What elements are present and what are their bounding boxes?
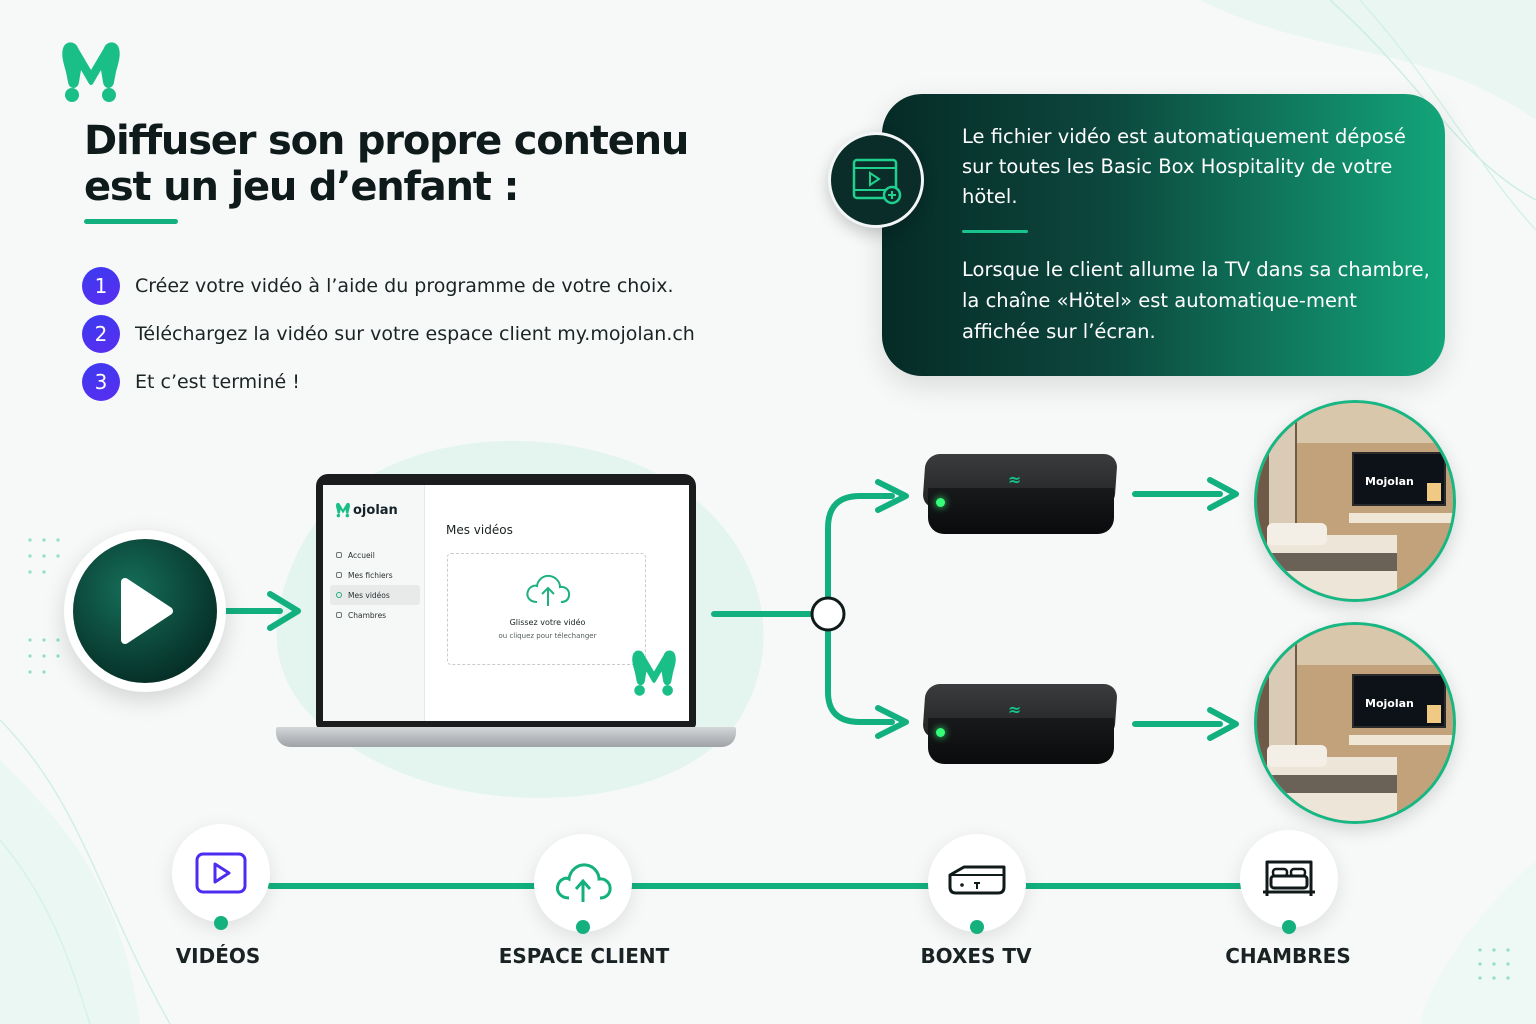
room-icon — [336, 612, 342, 618]
nav-item-mes-fichiers[interactable]: Mes fichiers — [330, 565, 420, 585]
laptop-base — [276, 727, 736, 747]
video-file-icon — [828, 132, 924, 228]
step-text: Créez votre vidéo à l’aide du programme … — [135, 275, 674, 297]
tv-brand-text: Mojolan — [1365, 697, 1414, 710]
steps-list: 1 Créez votre vidéo à l’aide du programm… — [82, 262, 782, 406]
info-separator — [962, 230, 1028, 233]
cloud-upload-icon — [526, 574, 571, 606]
tv-box-icon — [928, 834, 1026, 932]
nav-item-mes-videos[interactable]: Mes vidéos — [330, 585, 420, 605]
drop-zone-title: Glissez votre vidéo — [509, 618, 586, 627]
play-icon — [73, 539, 217, 683]
drop-zone-subtitle: ou cliquez pour télechanger — [498, 632, 597, 640]
app-brand-text: ojolan — [353, 502, 398, 518]
page-title: Diffuser son propre contenu est un jeu d… — [84, 118, 784, 210]
video-icon — [172, 824, 270, 922]
app-sidebar: ojolan Accueil Mes fichiers Mes vidéos C… — [323, 485, 425, 721]
step-item: 3 Et c’est terminé ! — [82, 358, 782, 406]
step-number-badge: 3 — [82, 363, 120, 401]
timeline-label-chambres: CHAMBRES — [1225, 944, 1351, 968]
nav-item-label: Accueil — [348, 550, 375, 560]
cloud-upload-icon — [534, 834, 632, 932]
timeline-label-espace-client: ESPACE CLIENT — [498, 944, 670, 968]
video-icon — [336, 592, 342, 598]
power-led-icon — [936, 728, 945, 737]
app-page-title: Mes vidéos — [446, 523, 513, 537]
timeline-dot — [1282, 920, 1296, 934]
mojolan-logo — [62, 42, 120, 102]
nav-item-label: Chambres — [348, 610, 387, 620]
home-icon — [336, 552, 342, 558]
tv-brand-text: Mojolan — [1365, 475, 1414, 488]
nav-item-label: Mes fichiers — [348, 570, 393, 580]
step-number-badge: 1 — [82, 267, 120, 305]
nav-item-label: Mes vidéos — [348, 590, 390, 600]
step-item: 1 Créez votre vidéo à l’aide du programm… — [82, 262, 782, 310]
timeline-dot — [970, 920, 984, 934]
info-panel — [882, 94, 1445, 376]
app-logo: ojolan — [335, 499, 398, 521]
folder-icon — [336, 572, 342, 578]
tv-box-top: ≈ — [922, 454, 1118, 538]
step-text: Téléchargez la vidéo sur votre espace cl… — [135, 323, 695, 345]
hotel-room-image-2: Mojolan — [1254, 622, 1456, 824]
title-underline — [84, 219, 178, 224]
page-title-line2: est un jeu d’enfant : — [84, 164, 519, 210]
tv-box-bottom: ≈ — [922, 684, 1118, 768]
power-led-icon — [936, 498, 945, 507]
info-paragraph-2: Lorsque le client allume la TV dans sa c… — [962, 258, 1430, 343]
mojolan-mark-icon: ≈ — [1008, 700, 1022, 719]
mojolan-watermark-logo — [632, 650, 676, 696]
timeline-label-boxes-tv: BOXES TV — [920, 944, 1032, 968]
bed-icon — [1240, 830, 1338, 928]
video-play-button[interactable] — [64, 530, 226, 692]
mojolan-mark-icon: ≈ — [1008, 470, 1022, 489]
step-number-badge: 2 — [82, 315, 120, 353]
app-nav: Accueil Mes fichiers Mes vidéos Chambres — [330, 545, 420, 625]
info-paragraph-1: Le fichier vidéo est automatiquement dép… — [962, 125, 1406, 208]
video-drop-zone[interactable]: Glissez votre vidéo ou cliquez pour téle… — [447, 553, 646, 665]
nav-item-accueil[interactable]: Accueil — [330, 545, 420, 565]
page-title-line1: Diffuser son propre contenu — [84, 118, 689, 164]
timeline-dot — [576, 920, 590, 934]
step-item: 2 Téléchargez la vidéo sur votre espace … — [82, 310, 782, 358]
laptop-screen: ojolan Accueil Mes fichiers Mes vidéos C… — [323, 485, 689, 721]
timeline-label-videos: VIDÉOS — [175, 944, 261, 968]
step-text: Et c’est terminé ! — [135, 371, 300, 393]
nav-item-chambres[interactable]: Chambres — [330, 605, 420, 625]
hotel-room-image-1: Mojolan — [1254, 400, 1456, 602]
timeline-dot — [214, 916, 228, 930]
